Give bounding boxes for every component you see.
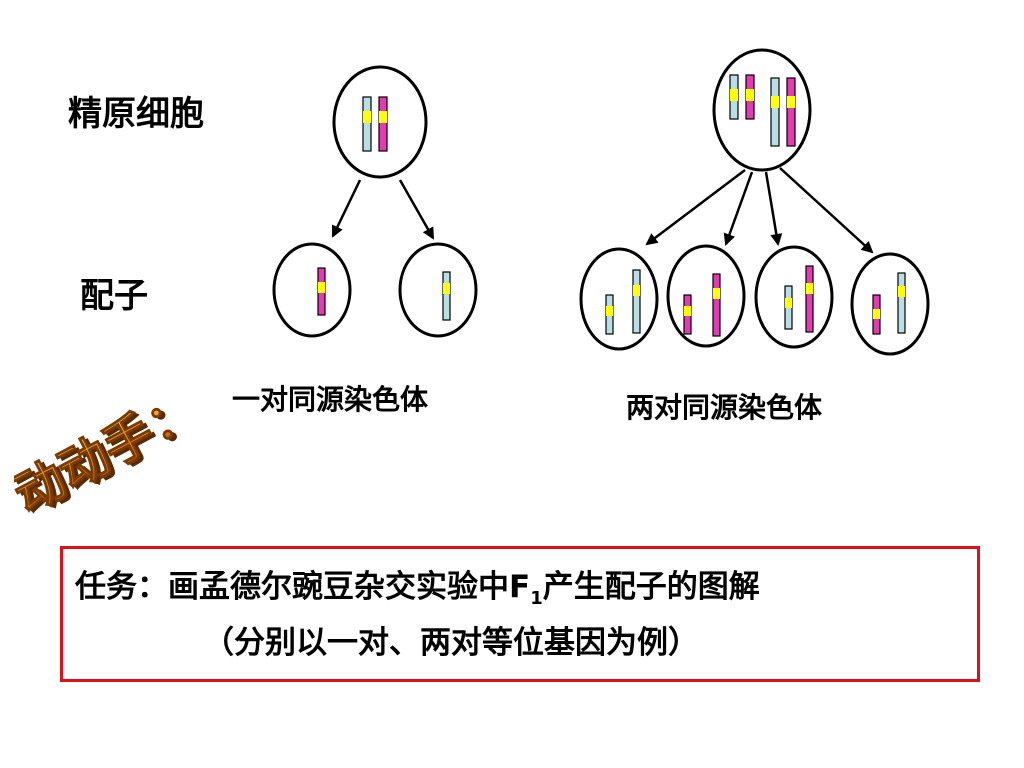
- arrow: [764, 171, 783, 246]
- gamete-cell: [272, 242, 352, 338]
- chromosome-blue: [362, 96, 372, 152]
- chromosome-blue: [729, 74, 739, 120]
- arrow: [779, 167, 874, 254]
- chromosome-blue: [605, 294, 614, 335]
- chromosome-blue: [632, 269, 641, 334]
- arrow: [645, 169, 746, 246]
- task-line-1: 任务：画孟德尔豌豆杂交实验中F1产生配子的图解: [75, 561, 760, 609]
- chromosome-magenta: [805, 265, 814, 333]
- task-line-2: （分别以一对、两对等位基因为例）: [203, 625, 699, 661]
- chromosome-blue: [784, 285, 793, 330]
- chromosome-blue: [897, 272, 906, 334]
- gamete-label: 配子: [80, 276, 148, 316]
- arrow: [331, 179, 362, 238]
- gamete-cell: [579, 247, 659, 351]
- task-line-1-post: 产生配子的图解: [542, 569, 760, 605]
- chromosome-magenta: [712, 273, 721, 337]
- chromosome-magenta: [786, 77, 796, 147]
- chromosome-magenta: [317, 267, 326, 316]
- gamete-cell: [666, 244, 746, 348]
- chromosome-blue: [442, 271, 451, 321]
- gamete-cell: [754, 245, 834, 349]
- chromosome-magenta: [378, 96, 388, 152]
- do-it-badge: 动动手： 动动手：: [14, 402, 213, 527]
- chromosome-magenta: [683, 294, 692, 335]
- meiosis-diagram: [272, 48, 930, 356]
- arrow: [723, 171, 754, 246]
- spermatogonium-label: 精原细胞: [68, 94, 204, 134]
- task-line-1-pre: 任务：画孟德尔豌豆杂交实验中F: [75, 569, 531, 605]
- gamete-cell: [398, 242, 478, 338]
- one-pair-caption: 一对同源染色体: [232, 383, 429, 416]
- task-box: 任务：画孟德尔豌豆杂交实验中F1产生配子的图解 （分别以一对、两对等位基因为例）: [60, 546, 980, 682]
- chromosome-blue: [770, 77, 780, 147]
- arrow: [398, 179, 435, 240]
- gamete-cell: [850, 252, 930, 356]
- chromosome-magenta: [872, 294, 881, 335]
- two-pairs-caption: 两对同源染色体: [626, 391, 823, 424]
- badge-text: 动动手：: [14, 402, 208, 525]
- task-line-1-subscript: 1: [530, 588, 543, 610]
- chromosome-magenta: [745, 74, 755, 120]
